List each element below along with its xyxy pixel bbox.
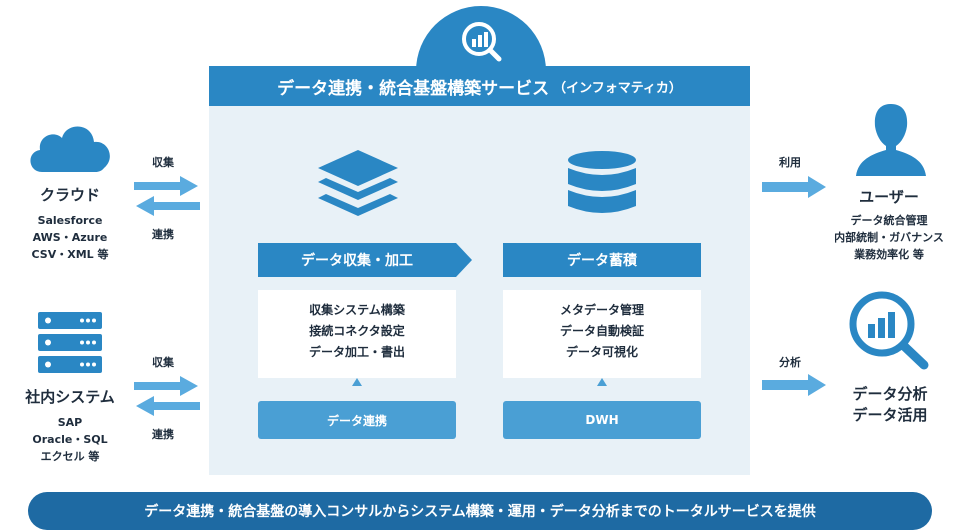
service-title-bar: データ連携・統合基盤構築サービス （インフォマティカ） xyxy=(209,66,750,106)
internal-link-label: 連携 xyxy=(152,428,174,441)
user-icon xyxy=(856,104,926,176)
storage-item: データ可視化 xyxy=(565,345,638,359)
cloud-icon xyxy=(30,126,110,172)
analysis-title: データ分析 データ活用 xyxy=(834,384,946,426)
server-icon xyxy=(38,312,102,373)
user-title: ユーザー xyxy=(859,188,919,206)
layers-icon xyxy=(318,150,398,216)
user-benefit-item: 業務効率化 等 xyxy=(854,248,924,261)
analytics-icon xyxy=(462,22,502,62)
analysis-arrow-icon xyxy=(762,374,826,396)
internal-title: 社内システム xyxy=(25,388,115,406)
user-benefit-item: データ統合管理 xyxy=(850,214,928,227)
collect-arrow-icon xyxy=(134,376,198,396)
process-item: 収集システム構築 xyxy=(309,303,405,317)
storage-connector xyxy=(597,378,607,386)
user-benefits: データ統合管理 内部統制・ガバナンス 業務効率化 等 xyxy=(820,212,958,263)
cloud-source-item: AWS・Azure xyxy=(32,231,108,244)
internal-collect-label: 収集 xyxy=(152,356,174,369)
process-connector xyxy=(352,378,362,386)
process-item: 接続コネクタ設定 xyxy=(309,324,405,338)
process-output: データ連携 xyxy=(258,401,456,439)
link-arrow-icon xyxy=(136,196,200,216)
analysis-arrow-label: 分析 xyxy=(779,356,801,369)
analysis-title-line: データ活用 xyxy=(852,406,928,424)
cloud-link-label: 連携 xyxy=(152,228,174,241)
link-arrow-icon xyxy=(136,396,200,416)
internal-source-item: エクセル 等 xyxy=(40,450,100,463)
storage-item: データ自動検証 xyxy=(559,324,644,338)
cloud-exchange-arrows xyxy=(134,176,200,216)
internal-sources: SAP Oracle・SQL エクセル 等 xyxy=(14,414,126,465)
service-subtitle: （インフォマティカ） xyxy=(553,80,682,96)
cloud-collect-label: 収集 xyxy=(152,156,174,169)
footer-banner: データ連携・統合基盤の導入コンサルからシステム構築・運用・データ分析までのトータ… xyxy=(28,492,932,530)
process-heading: データ収集・加工 xyxy=(301,253,413,269)
data-analysis-icon xyxy=(849,291,929,370)
storage-heading: データ蓄積 xyxy=(503,243,701,277)
database-icon xyxy=(568,151,636,213)
process-item: データ加工・書出 xyxy=(308,345,405,359)
user-arrow-label: 利用 xyxy=(779,156,801,169)
storage-output: DWH xyxy=(503,401,701,439)
use-arrow-icon xyxy=(762,176,826,198)
storage-item: メタデータ管理 xyxy=(559,303,644,317)
service-title: データ連携・統合基盤構築サービス xyxy=(277,78,550,99)
process-items: 収集システム構築 接続コネクタ設定 データ加工・書出 xyxy=(258,290,456,378)
process-heading-bg xyxy=(258,243,472,277)
cloud-source-item: Salesforce xyxy=(37,214,103,227)
cloud-source-item: CSV・XML 等 xyxy=(31,248,109,261)
internal-source-item: Oracle・SQL xyxy=(32,433,108,446)
user-benefit-item: 内部統制・ガバナンス xyxy=(834,231,944,244)
internal-exchange-arrows xyxy=(134,376,200,416)
storage-items: メタデータ管理 データ自動検証 データ可視化 xyxy=(503,290,701,378)
analysis-title-line: データ分析 xyxy=(852,385,928,403)
cloud-title: クラウド xyxy=(39,186,100,204)
internal-source-item: SAP xyxy=(57,416,83,429)
cloud-sources: Salesforce AWS・Azure CSV・XML 等 xyxy=(14,212,126,263)
collect-arrow-icon xyxy=(134,176,198,196)
